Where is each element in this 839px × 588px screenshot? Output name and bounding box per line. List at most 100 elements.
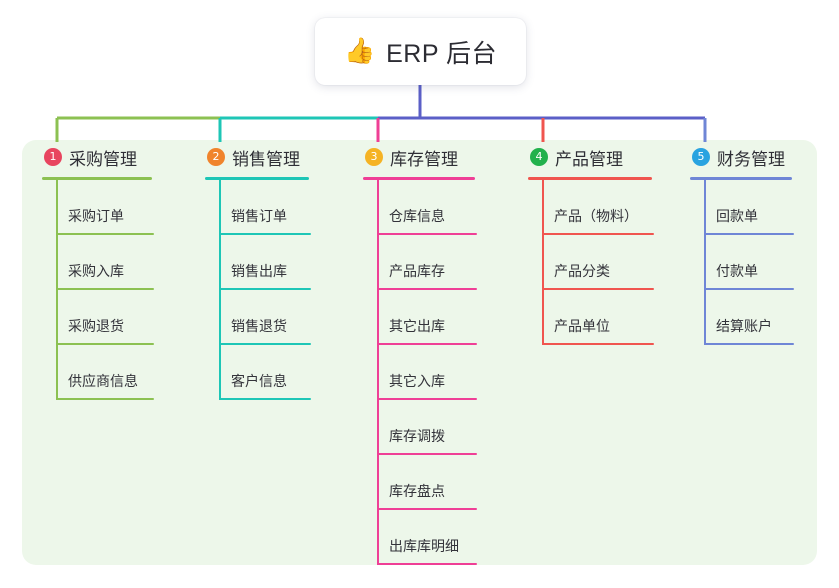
branch-number-badge: 5: [692, 148, 710, 166]
leaf-item-label: 结算账户: [716, 318, 772, 334]
leaf-item[interactable]: 库存调拨: [363, 400, 477, 455]
branch-items: 回款单付款单结算账户: [690, 180, 794, 345]
leaf-item[interactable]: 销售退货: [205, 290, 311, 345]
branch-header-2[interactable]: 2 销售管理: [205, 140, 309, 174]
branch-number-badge: 1: [44, 148, 62, 166]
leaf-item[interactable]: 客户信息: [205, 345, 311, 400]
branch-title: 财务管理: [717, 149, 785, 169]
leaf-item[interactable]: 回款单: [690, 180, 794, 235]
leaf-item[interactable]: 结算账户: [690, 290, 794, 345]
leaf-item-label: 出库库明细: [389, 538, 459, 554]
leaf-item-label: 产品分类: [554, 263, 610, 279]
branch-underline: [42, 177, 152, 180]
leaf-item-label: 其它出库: [389, 318, 445, 334]
leaf-item-label: 库存调拨: [389, 428, 445, 444]
branch-trunk-line: [377, 180, 379, 565]
root-node-title: ERP 后台: [386, 39, 498, 68]
leaf-item[interactable]: 产品（物料）: [528, 180, 654, 235]
branch-underline: [363, 177, 475, 180]
leaf-item[interactable]: 仓库信息: [363, 180, 477, 235]
leaf-item-underline: [377, 563, 477, 565]
leaf-item-underline: [219, 288, 311, 290]
branch-underline: [528, 177, 652, 180]
leaf-item[interactable]: 付款单: [690, 235, 794, 290]
branch-items: 产品（物料） 产品分类产品单位: [528, 180, 654, 345]
leaf-item-underline: [219, 343, 311, 345]
branch-items: 销售订单销售出库销售退货客户信息: [205, 180, 311, 400]
leaf-item-underline: [704, 233, 794, 235]
leaf-item[interactable]: 其它入库: [363, 345, 477, 400]
leaf-item[interactable]: 销售出库: [205, 235, 311, 290]
leaf-item-label: 采购订单: [68, 208, 124, 224]
leaf-item-label: 仓库信息: [389, 208, 445, 224]
leaf-item-underline: [377, 288, 477, 290]
leaf-item-label: 客户信息: [231, 373, 287, 389]
branch-trunk-line: [56, 180, 58, 400]
branch-header-3[interactable]: 3 库存管理: [363, 140, 475, 174]
leaf-item-label: 产品（物料）: [554, 208, 638, 224]
leaf-item-underline: [56, 288, 154, 290]
leaf-item[interactable]: 采购入库: [42, 235, 154, 290]
leaf-item-underline: [542, 288, 654, 290]
leaf-item-underline: [219, 398, 311, 400]
branch-underline: [690, 177, 792, 180]
leaf-item-underline: [377, 233, 477, 235]
leaf-item-underline: [56, 343, 154, 345]
leaf-item-underline: [377, 398, 477, 400]
leaf-item-label: 其它入库: [389, 373, 445, 389]
branch-number-badge: 3: [365, 148, 383, 166]
leaf-item-label: 付款单: [716, 263, 758, 279]
branch-trunk-line: [542, 180, 544, 345]
branch-trunk-line: [704, 180, 706, 345]
leaf-item-underline: [704, 288, 794, 290]
leaf-item-label: 库存盘点: [389, 483, 445, 499]
branch-title: 产品管理: [555, 149, 623, 169]
leaf-item-label: 供应商信息: [68, 373, 138, 389]
leaf-item[interactable]: 产品分类: [528, 235, 654, 290]
leaf-item[interactable]: 其它出库: [363, 290, 477, 345]
leaf-item-label: 销售订单: [231, 208, 287, 224]
leaf-item-label: 销售出库: [231, 263, 287, 279]
leaf-item-label: 回款单: [716, 208, 758, 224]
thumbs-up-icon: 👍: [343, 37, 376, 65]
branch-column-5[interactable]: 5 财务管理回款单付款单结算账户: [690, 140, 794, 345]
root-node[interactable]: 👍 ERP 后台: [315, 18, 526, 85]
leaf-item-underline: [704, 343, 794, 345]
leaf-item-label: 采购退货: [68, 318, 124, 334]
leaf-item-label: 销售退货: [231, 318, 287, 334]
leaf-item[interactable]: 产品库存: [363, 235, 477, 290]
leaf-item-underline: [542, 233, 654, 235]
leaf-item-underline: [377, 508, 477, 510]
leaf-item[interactable]: 销售订单: [205, 180, 311, 235]
branch-title: 销售管理: [232, 149, 300, 169]
leaf-item-label: 产品库存: [389, 263, 445, 279]
branch-underline: [205, 177, 309, 180]
mindmap-canvas: [22, 140, 817, 565]
leaf-item[interactable]: 采购退货: [42, 290, 154, 345]
leaf-item[interactable]: 库存盘点: [363, 455, 477, 510]
branch-trunk-line: [219, 180, 221, 400]
leaf-item-underline: [219, 233, 311, 235]
leaf-item-underline: [377, 343, 477, 345]
leaf-item-underline: [56, 398, 154, 400]
branch-column-3[interactable]: 3 库存管理仓库信息产品库存其它出库其它入库库存调拨库存盘点出库库明细: [363, 140, 477, 565]
leaf-item[interactable]: 出库库明细: [363, 510, 477, 565]
leaf-item-underline: [377, 453, 477, 455]
leaf-item-label: 采购入库: [68, 263, 124, 279]
leaf-item-underline: [56, 233, 154, 235]
branch-header-5[interactable]: 5 财务管理: [690, 140, 792, 174]
leaf-item-underline: [542, 343, 654, 345]
leaf-item-label: 产品单位: [554, 318, 610, 334]
branch-title: 库存管理: [390, 149, 458, 169]
branch-items: 仓库信息产品库存其它出库其它入库库存调拨库存盘点出库库明细: [363, 180, 477, 565]
leaf-item[interactable]: 产品单位: [528, 290, 654, 345]
leaf-item[interactable]: 采购订单: [42, 180, 154, 235]
branch-number-badge: 2: [207, 148, 225, 166]
branch-column-2[interactable]: 2 销售管理销售订单销售出库销售退货客户信息: [205, 140, 311, 400]
leaf-item[interactable]: 供应商信息: [42, 345, 154, 400]
